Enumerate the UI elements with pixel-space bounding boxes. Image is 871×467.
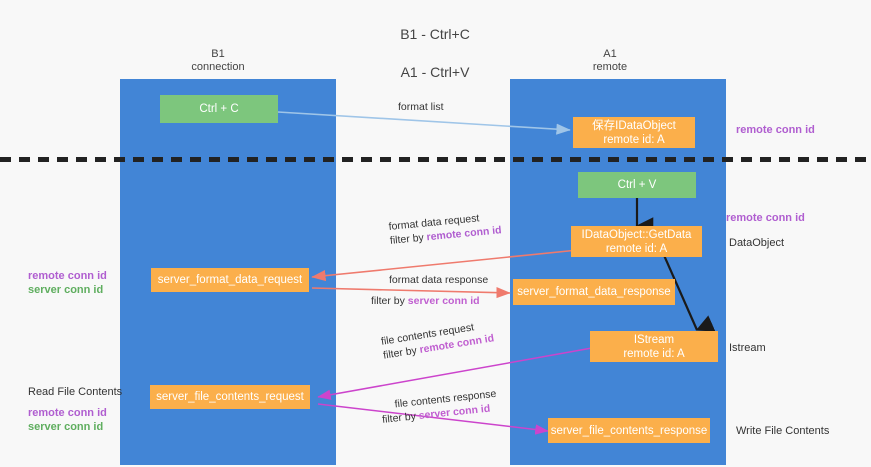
edge-label-format-list: format list <box>398 100 444 114</box>
node-save-idataobject[interactable]: 保存IDataObject remote id: A <box>573 117 695 148</box>
edge-label-format-list-line1: format list <box>398 101 444 113</box>
node-ctrl-c[interactable]: Ctrl + C <box>160 95 278 123</box>
diagram-title-line1: B1 - Ctrl+C <box>400 26 470 42</box>
edge-label-file-contents-request: file contents request filter by remote c… <box>380 317 495 362</box>
side-label-left-remote-conn-id-bottom: remote conn id <box>28 407 107 419</box>
side-label-remote-conn-id-top: remote conn id <box>736 124 815 136</box>
left-lane-header: B1 connection <box>191 48 245 73</box>
side-label-remote-conn-id-mid: remote conn id <box>726 212 805 224</box>
edge-label-format-data-response-line1: format data response <box>389 274 489 286</box>
node-server-file-contents-request[interactable]: server_file_contents_request <box>150 385 310 409</box>
node-server-format-data-response[interactable]: server_format_data_response <box>513 279 675 305</box>
edge-label-format-data-response-key: server conn id <box>407 295 480 307</box>
node-idataobject-getdata-line2: remote id: A <box>605 242 668 255</box>
diagram-title-line2: A1 - Ctrl+V <box>400 64 470 80</box>
node-idataobject-getdata-line1: IDataObject::GetData <box>581 228 692 241</box>
node-save-idataobject-line2: remote id: A <box>603 133 665 146</box>
edge-label-format-data-response-prefix: filter by <box>371 295 408 307</box>
side-label-left-server-conn-id-bottom: server conn id <box>28 421 104 433</box>
side-label-write-file-contents: Write File Contents <box>736 425 830 437</box>
phase-divider <box>0 157 871 162</box>
node-istream[interactable]: IStream remote id: A <box>590 331 718 362</box>
edge-label-format-data-request: format data request filter by remote con… <box>388 209 502 248</box>
node-server-format-data-response-label: server_format_data_response <box>517 286 671 298</box>
node-ctrl-v[interactable]: Ctrl + V <box>578 172 696 198</box>
node-ctrl-v-label: Ctrl + V <box>617 179 657 191</box>
node-server-file-contents-response-label: server_file_contents_response <box>550 424 708 437</box>
node-save-idataobject-line1: 保存IDataObject <box>592 119 676 132</box>
edge-label-file-contents-response: file contents response filter by server … <box>380 387 498 427</box>
node-idataobject-getdata[interactable]: IDataObject::GetData remote id: A <box>571 226 702 257</box>
node-server-format-data-request[interactable]: server_format_data_request <box>151 268 309 292</box>
edge-label-format-data-request-prefix: filter by <box>389 231 428 247</box>
edge-label-file-contents-response-prefix: filter by <box>381 410 420 426</box>
node-server-file-contents-response[interactable]: server_file_contents_response <box>548 418 710 443</box>
node-server-format-data-request-label: server_format_data_request <box>157 274 303 286</box>
node-ctrl-c-label: Ctrl + C <box>199 103 239 115</box>
edge-label-format-data-response: format data response filter by server co… <box>371 273 489 308</box>
right-lane-header: A1 remote <box>592 48 628 73</box>
side-label-left-remote-conn-id-mid: remote conn id <box>28 270 107 282</box>
edge-label-format-data-response-line2: filter by server conn id <box>371 294 488 308</box>
node-server-file-contents-request-label: server_file_contents_request <box>156 391 304 403</box>
node-istream-line2: remote id: A <box>623 347 685 360</box>
side-label-istream: Istream <box>729 342 766 354</box>
side-label-left-server-conn-id-mid: server conn id <box>28 284 104 296</box>
side-label-dataobject: DataObject <box>729 237 785 249</box>
side-label-read-file-contents: Read File Contents <box>28 386 123 398</box>
diagram-title: B1 - Ctrl+C A1 - Ctrl+V <box>335 6 535 101</box>
node-istream-line1: IStream <box>633 333 675 346</box>
